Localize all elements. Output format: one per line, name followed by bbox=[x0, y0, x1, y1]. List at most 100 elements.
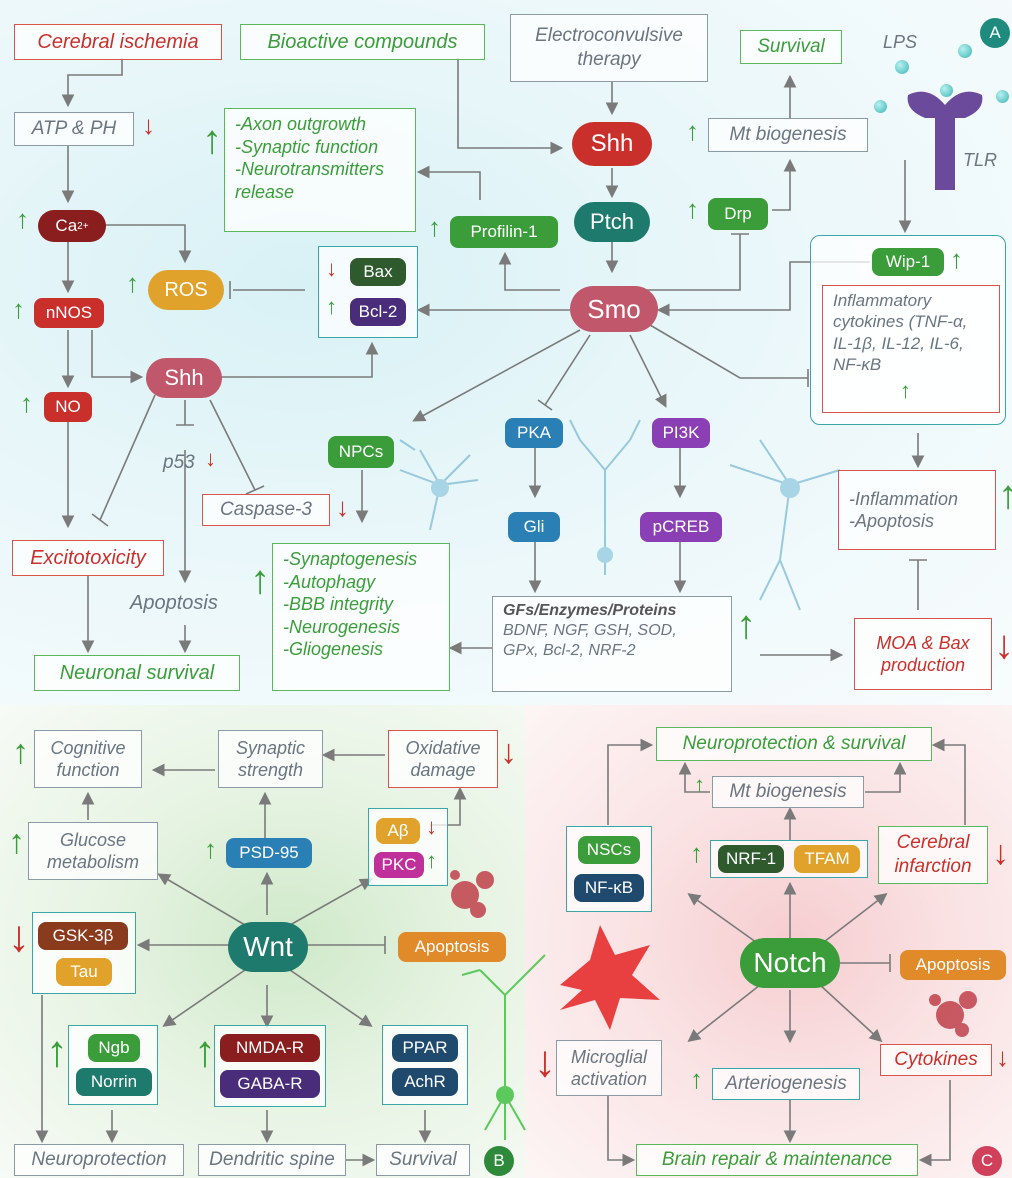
microglia-shape bbox=[560, 925, 660, 1030]
lps-molecule bbox=[996, 90, 1009, 103]
notch-pill: Notch bbox=[740, 938, 840, 988]
neuroprotection-survival-box: Neuroprotection & survival bbox=[656, 727, 932, 761]
nfkb-up-arrow: ↑ bbox=[900, 378, 911, 403]
axon-item: -Axon outgrowth bbox=[235, 114, 367, 134]
survival-box-b: Survival bbox=[376, 1144, 470, 1176]
ros-pill: ROS bbox=[148, 270, 224, 310]
synapto-item: -Autophagy bbox=[283, 571, 376, 592]
nfkb-pill: NF-κB bbox=[574, 874, 644, 902]
ngb-up-arrow: ↑ bbox=[46, 1027, 68, 1076]
synapto-up-arrow: ↑ bbox=[250, 558, 270, 602]
oxidative-box: Oxidative damage bbox=[388, 730, 498, 788]
psd95-up-arrow: ↑ bbox=[204, 834, 217, 864]
profilin-up-arrow: ↑ bbox=[428, 212, 441, 242]
inflam-item: IL-1β, IL-12, IL-6, bbox=[833, 333, 964, 353]
ect-line1: Electroconvulsive bbox=[535, 25, 683, 47]
arteriogenesis-box: Arteriogenesis bbox=[712, 1068, 860, 1100]
shh-top-pill: Shh bbox=[572, 122, 652, 166]
psd95-pill: PSD-95 bbox=[226, 838, 312, 868]
cytokines-box: Cytokines bbox=[880, 1044, 992, 1076]
tfam-pill: TFAM bbox=[794, 845, 860, 873]
survival-box-a: Survival bbox=[740, 30, 842, 64]
ppar-pill: PPAR bbox=[392, 1034, 458, 1062]
oxidative-line: Oxidative bbox=[405, 737, 481, 758]
bcl2-pill: Bcl-2 bbox=[350, 298, 406, 326]
nnos-pill: nNOS bbox=[34, 298, 104, 328]
norrin-pill: Norrin bbox=[76, 1068, 152, 1096]
pkc-up-arrow: ↑ bbox=[426, 848, 437, 873]
lps-molecule bbox=[958, 44, 972, 58]
lps-molecule bbox=[874, 100, 887, 113]
cognitive-line: function bbox=[56, 760, 120, 780]
ca-sup: 2+ bbox=[77, 220, 89, 232]
cognitive-up-arrow: ↑ bbox=[12, 733, 29, 771]
oxidative-line: damage bbox=[410, 760, 476, 780]
nnos-up-arrow: ↑ bbox=[12, 294, 25, 324]
moa-line: MOA & Bax bbox=[876, 632, 970, 653]
pi3k-pill: PI3K bbox=[652, 418, 710, 448]
microglial-box: Microglial activation bbox=[556, 1040, 662, 1096]
panel-c-badge: C bbox=[972, 1146, 1002, 1176]
inflam-apop-up-arrow: ↑ bbox=[998, 473, 1012, 517]
cerebral-infarction-box: Cerebral infarction bbox=[878, 826, 988, 884]
cerebral-ischemia-box: Cerebral ischemia bbox=[14, 24, 222, 60]
lps-molecule bbox=[940, 84, 953, 97]
apoptosis-pill-c: Apoptosis bbox=[900, 950, 1006, 980]
glucose-line: metabolism bbox=[46, 852, 140, 872]
axon-up-arrow: ↑ bbox=[202, 118, 222, 162]
infarction-line: infarction bbox=[894, 856, 972, 877]
glucose-box: Glucose metabolism bbox=[28, 822, 158, 880]
gf-up-arrow: ↑ bbox=[736, 603, 756, 647]
inflam-item: NF-κB bbox=[833, 354, 882, 374]
gsk-down-arrow: ↓ bbox=[8, 912, 30, 961]
synapto-item: -Neurogenesis bbox=[283, 616, 401, 637]
atp-ph-box: ATP & PH bbox=[14, 112, 134, 146]
axon-item: release bbox=[235, 181, 295, 202]
wnt-pill: Wnt bbox=[228, 922, 308, 972]
ect-box: Electroconvulsive therapy bbox=[510, 14, 708, 82]
gsk-pill: GSK-3β bbox=[38, 922, 128, 950]
arterio-up-arrow: ↑ bbox=[690, 1064, 703, 1094]
tau-pill: Tau bbox=[56, 958, 112, 986]
ect-line2: therapy bbox=[577, 49, 641, 70]
ca-text: Ca bbox=[55, 216, 78, 235]
oxidative-down-arrow: ↓ bbox=[500, 733, 517, 771]
ros-up-arrow: ↑ bbox=[126, 268, 139, 298]
inflam-item: cytokines (TNF-α, bbox=[833, 312, 968, 332]
apoptotic-cells bbox=[450, 870, 977, 1037]
gf-title: GFs/Enzymes/Proteins bbox=[503, 602, 677, 619]
infarction-line: Cerebral bbox=[896, 832, 970, 854]
cognitive-box: Cognitive function bbox=[34, 730, 142, 788]
mtc-up-arrow: ↑ bbox=[694, 772, 705, 797]
drp-up-arrow: ↑ bbox=[686, 194, 699, 224]
gaba-pill: GABA-R bbox=[220, 1070, 320, 1098]
ca-up-arrow: ↑ bbox=[16, 204, 29, 234]
cognitive-line: Cognitive bbox=[50, 737, 126, 758]
caspase-down-arrow: ↓ bbox=[336, 492, 349, 522]
nrf1-up-arrow: ↑ bbox=[690, 838, 703, 868]
microglial-down-arrow: ↓ bbox=[534, 1037, 556, 1086]
synaptogenesis-list-box: -Synaptogenesis -Autophagy -BBB integrit… bbox=[272, 543, 450, 691]
axon-list-box: -Axon outgrowth -Synaptic function -Neur… bbox=[224, 108, 416, 232]
axon-item: -Synaptic function bbox=[235, 136, 379, 157]
gf-box: GFs/Enzymes/Proteins BDNF, NGF, GSH, SOD… bbox=[492, 596, 732, 692]
panel-b-badge: B bbox=[484, 1146, 514, 1176]
wip1-up-arrow: ↑ bbox=[950, 244, 963, 274]
atp-down-arrow: ↓ bbox=[142, 110, 155, 140]
gf-line: GPx, Bcl-2, NRF-2 bbox=[503, 642, 636, 659]
bax-pill: Bax bbox=[350, 258, 406, 286]
nmda-up-arrow: ↑ bbox=[194, 1027, 216, 1076]
microglial-line: activation bbox=[570, 1069, 648, 1089]
apoptosis-pill-b: Apoptosis bbox=[398, 932, 506, 962]
caspase3-box: Caspase-3 bbox=[202, 494, 330, 526]
moa-box: MOA & Bax production bbox=[854, 618, 992, 690]
no-pill: NO bbox=[44, 392, 92, 422]
abeta-pill: Aβ bbox=[376, 818, 420, 844]
nscs-pill: NSCs bbox=[578, 836, 640, 864]
cytokines-down-arrow: ↓ bbox=[996, 1042, 1009, 1072]
apoptosis-label-a: Apoptosis bbox=[130, 592, 218, 614]
synapto-item: -BBB integrity bbox=[283, 594, 394, 614]
p53-down-arrow: ↓ bbox=[205, 446, 216, 471]
panel-a-badge: A bbox=[980, 18, 1010, 48]
